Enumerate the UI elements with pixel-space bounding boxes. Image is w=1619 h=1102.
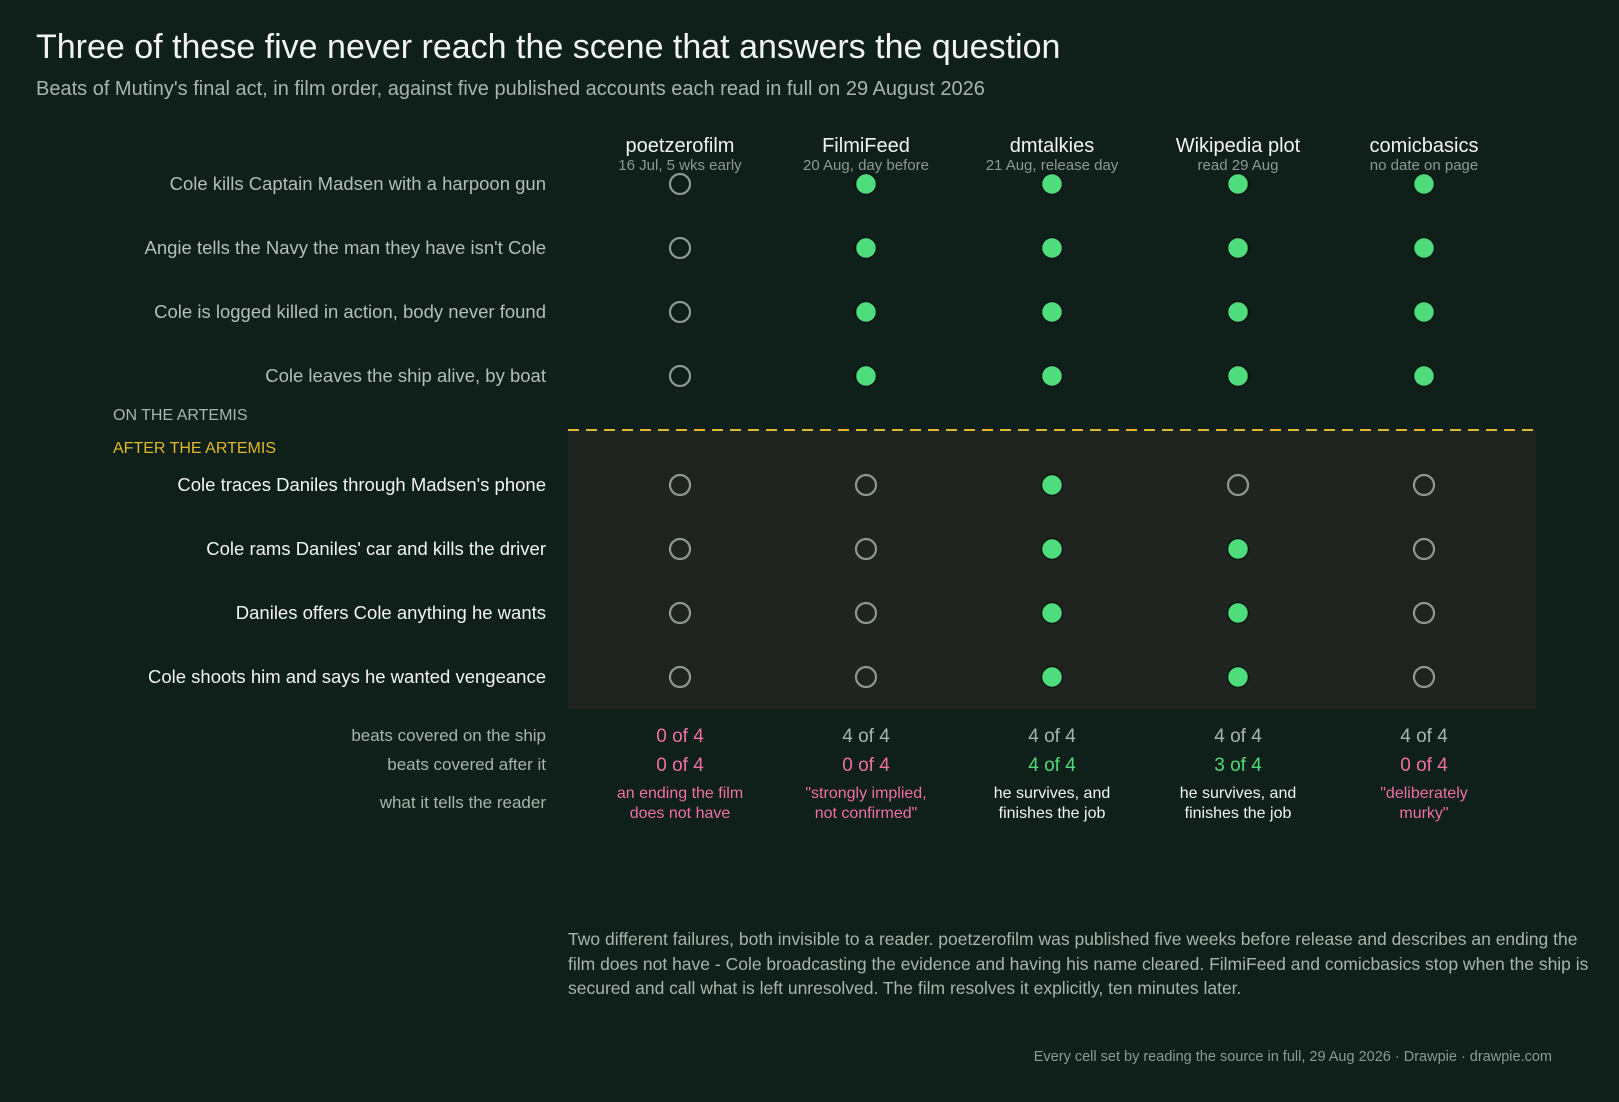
section-label-on-ship: ON THE ARTEMIS xyxy=(113,407,248,424)
verdict-text-c0-l1: does not have xyxy=(630,805,731,822)
uncovered-ring-r4-c1 xyxy=(854,473,878,497)
uncovered-ring-r7-c4 xyxy=(1412,665,1436,689)
verdict-text-c3-l0: he survives, and xyxy=(1180,785,1297,802)
summary-value-r0-c2: 4 of 4 xyxy=(1028,726,1076,747)
beat-label-7: Cole shoots him and says he wanted venge… xyxy=(148,666,546,687)
beat-label-4: Cole traces Daniles through Madsen's pho… xyxy=(177,474,546,495)
verdict-text-c4-l1: murky" xyxy=(1399,805,1448,822)
covered-dot-r1-c1 xyxy=(854,236,878,260)
covered-dot-r7-c2 xyxy=(1040,665,1064,689)
uncovered-ring-r2-c0 xyxy=(668,300,692,324)
covered-dot-r3-c4 xyxy=(1412,364,1436,388)
summary-value-r0-c1: 4 of 4 xyxy=(842,726,890,747)
verdict-label: what it tells the reader xyxy=(379,793,547,812)
column-date-3: read 29 Aug xyxy=(1198,157,1279,174)
column-header-1: FilmiFeed xyxy=(822,135,910,157)
section-label-after-ship: AFTER THE ARTEMIS xyxy=(113,440,276,457)
covered-dot-r5-c3 xyxy=(1226,537,1250,561)
chart-title: Three of these five never reach the scen… xyxy=(36,28,1061,66)
summary-value-r1-c4: 0 of 4 xyxy=(1400,755,1448,776)
verdict-text-c0-l0: an ending the film xyxy=(617,785,743,802)
chart-subtitle: Beats of Mutiny's final act, in film ord… xyxy=(36,78,985,100)
uncovered-ring-r6-c4 xyxy=(1412,601,1436,625)
uncovered-ring-r3-c0 xyxy=(668,364,692,388)
uncovered-ring-r5-c0 xyxy=(668,537,692,561)
covered-dot-r2-c1 xyxy=(854,300,878,324)
summary-value-r1-c0: 0 of 4 xyxy=(656,755,704,776)
beat-label-5: Cole rams Daniles' car and kills the dri… xyxy=(206,538,546,559)
column-date-0: 16 Jul, 5 wks early xyxy=(618,157,742,174)
uncovered-ring-r7-c1 xyxy=(854,665,878,689)
source-footer: Every cell set by reading the source in … xyxy=(1033,1049,1552,1065)
summary-value-r0-c4: 4 of 4 xyxy=(1400,726,1448,747)
verdict-text-c1-l1: not confirmed" xyxy=(815,805,918,822)
covered-dot-r0-c2 xyxy=(1040,172,1064,196)
verdict-text-c1-l0: "strongly implied, xyxy=(805,785,926,802)
column-date-1: 20 Aug, day before xyxy=(803,157,929,174)
uncovered-ring-r6-c1 xyxy=(854,601,878,625)
covered-dot-r2-c4 xyxy=(1412,300,1436,324)
column-header-0: poetzerofilm xyxy=(626,135,735,157)
column-date-4: no date on page xyxy=(1370,157,1478,174)
beat-label-6: Daniles offers Cole anything he wants xyxy=(236,602,546,623)
covered-dot-r0-c3 xyxy=(1226,172,1250,196)
beat-label-2: Cole is logged killed in action, body ne… xyxy=(154,301,546,322)
summary-value-r1-c2: 4 of 4 xyxy=(1028,755,1076,776)
covered-dot-r3-c3 xyxy=(1226,364,1250,388)
covered-dot-r4-c2 xyxy=(1040,473,1064,497)
summary-value-r0-c3: 4 of 4 xyxy=(1214,726,1262,747)
beat-label-3: Cole leaves the ship alive, by boat xyxy=(265,365,546,386)
covered-dot-r3-c1 xyxy=(854,364,878,388)
column-header-2: dmtalkies xyxy=(1010,135,1094,157)
uncovered-ring-r7-c0 xyxy=(668,665,692,689)
uncovered-ring-r5-c4 xyxy=(1412,537,1436,561)
uncovered-ring-r4-c4 xyxy=(1412,473,1436,497)
covered-dot-r6-c3 xyxy=(1226,601,1250,625)
verdict-text-c2-l0: he survives, and xyxy=(994,785,1111,802)
summary-value-r1-c1: 0 of 4 xyxy=(842,755,890,776)
beat-label-0: Cole kills Captain Madsen with a harpoon… xyxy=(170,173,546,194)
uncovered-ring-r4-c0 xyxy=(668,473,692,497)
column-date-2: 21 Aug, release day xyxy=(986,157,1119,174)
covered-dot-r6-c2 xyxy=(1040,601,1064,625)
summary-value-r0-c0: 0 of 4 xyxy=(656,726,704,747)
summary-value-r1-c3: 3 of 4 xyxy=(1214,755,1262,776)
uncovered-ring-r4-c3 xyxy=(1226,473,1250,497)
explanatory-note: Two different failures, both invisible t… xyxy=(568,929,1589,998)
covered-dot-r2-c3 xyxy=(1226,300,1250,324)
uncovered-ring-r0-c0 xyxy=(668,172,692,196)
uncovered-ring-r6-c0 xyxy=(668,601,692,625)
covered-dot-r0-c1 xyxy=(854,172,878,196)
beat-label-1: Angie tells the Navy the man they have i… xyxy=(145,237,547,258)
summary-label-0: beats covered on the ship xyxy=(351,726,546,745)
uncovered-ring-r1-c0 xyxy=(668,236,692,260)
covered-dot-r7-c3 xyxy=(1226,665,1250,689)
covered-dot-r2-c2 xyxy=(1040,300,1064,324)
verdict-text-c3-l1: finishes the job xyxy=(1185,805,1292,822)
column-header-4: comicbasics xyxy=(1370,135,1479,157)
covered-dot-r0-c4 xyxy=(1412,172,1436,196)
column-header-3: Wikipedia plot xyxy=(1176,135,1301,157)
covered-dot-r5-c2 xyxy=(1040,537,1064,561)
coverage-matrix: ON THE ARTEMIS AFTER THE ARTEMIS poetzerof… xyxy=(113,135,1536,822)
covered-dot-r1-c3 xyxy=(1226,236,1250,260)
covered-dot-r1-c2 xyxy=(1040,236,1064,260)
uncovered-ring-r5-c1 xyxy=(854,537,878,561)
summary-label-1: beats covered after it xyxy=(387,755,546,774)
verdict-text-c4-l0: "deliberately xyxy=(1380,785,1468,802)
verdict-text-c2-l1: finishes the job xyxy=(999,805,1106,822)
covered-dot-r3-c2 xyxy=(1040,364,1064,388)
covered-dot-r1-c4 xyxy=(1412,236,1436,260)
